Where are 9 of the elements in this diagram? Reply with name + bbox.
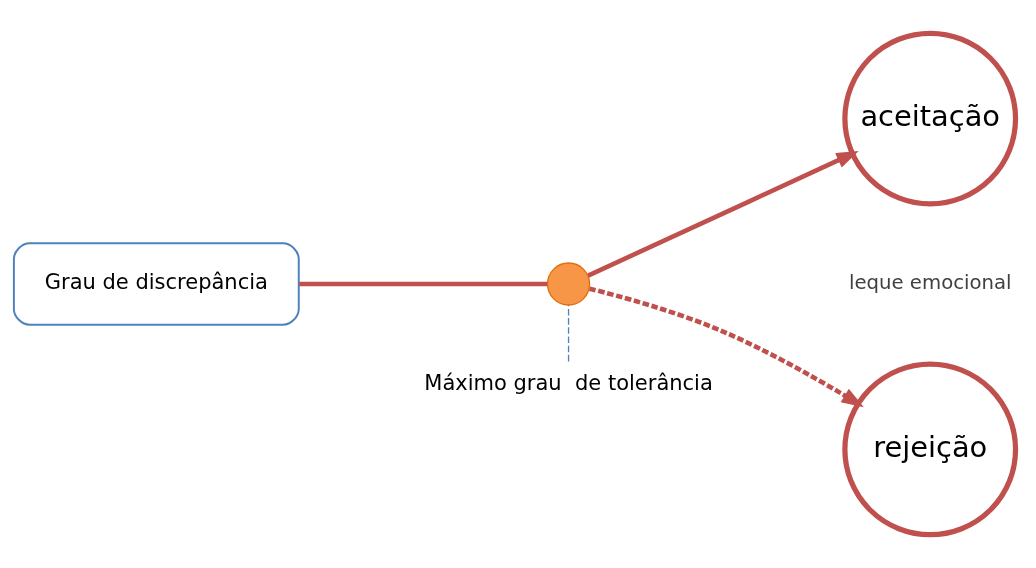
- connector: [567, 304, 570, 363]
- arrow: [587, 150, 859, 278]
- arrow: [588, 286, 864, 408]
- node-circle: aceitação: [842, 30, 1019, 207]
- connector: [299, 281, 548, 287]
- label: leque emocional: [848, 270, 1012, 294]
- node-text: Máximo grau de tolerância: [424, 371, 713, 396]
- node-box: Grau de discrepância: [12, 242, 300, 326]
- node-circle: [546, 262, 591, 306]
